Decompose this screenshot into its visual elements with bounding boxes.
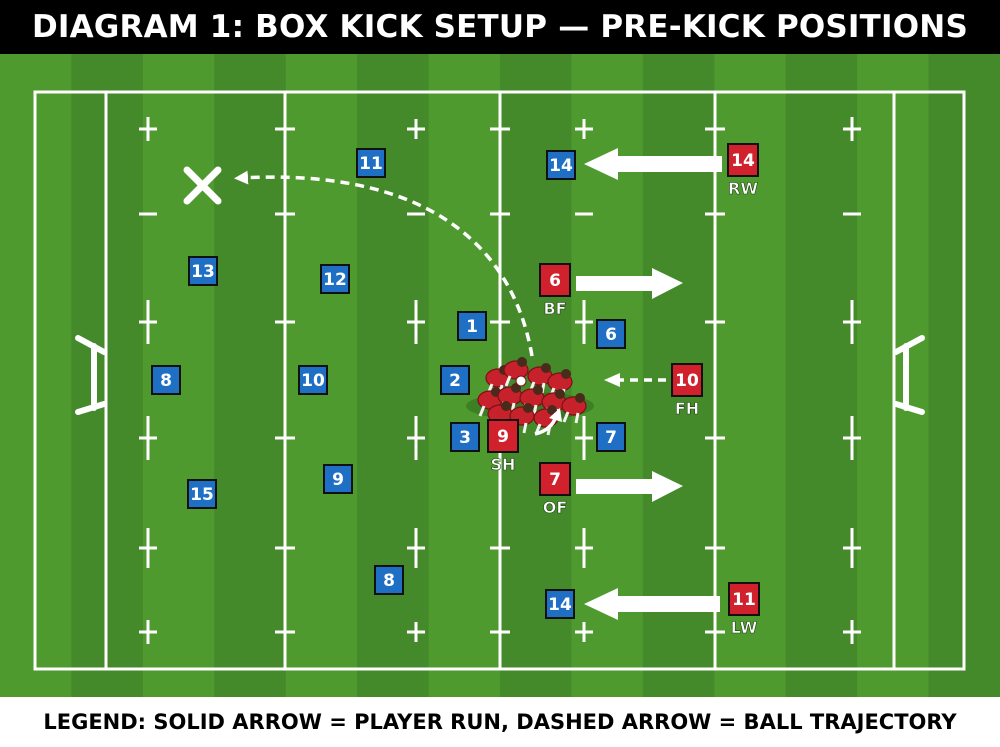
red-9-number: 9 bbox=[497, 427, 509, 447]
player-blue-6: 6 bbox=[596, 319, 626, 349]
player-blue-2: 2 bbox=[440, 365, 470, 395]
player-blue-12: 12 bbox=[320, 264, 350, 294]
player-blue-1: 1 bbox=[457, 311, 487, 341]
red-10-role-label: FH bbox=[675, 399, 699, 418]
player-blue-8-bottom: 8 bbox=[374, 565, 404, 595]
blue-14-bottom-number: 14 bbox=[548, 595, 572, 615]
run-bf bbox=[576, 268, 683, 299]
red-10-number: 10 bbox=[675, 371, 699, 391]
blue-9-box bbox=[323, 464, 353, 494]
blue-3-box bbox=[450, 422, 480, 452]
red-7-number: 7 bbox=[549, 470, 561, 490]
player-blue-14-bottom: 14 bbox=[545, 589, 575, 619]
player-blue-14-top: 14 bbox=[546, 150, 576, 180]
blue-1-box bbox=[457, 311, 487, 341]
player-blue-11: 11 bbox=[356, 148, 386, 178]
player-red-6: 6BF bbox=[539, 263, 571, 318]
blue-14-top-number: 14 bbox=[549, 156, 573, 176]
player-blue-13: 13 bbox=[188, 256, 218, 286]
red-6-number: 6 bbox=[549, 271, 561, 291]
red-7-role-label: OF bbox=[543, 498, 568, 517]
red-11-number: 11 bbox=[732, 590, 756, 610]
red-10-box bbox=[671, 363, 703, 397]
blue-7-number: 7 bbox=[605, 428, 617, 448]
blue-12-box bbox=[320, 264, 350, 294]
blue-11-box bbox=[356, 148, 386, 178]
pitch-hash-marks bbox=[139, 117, 861, 644]
player-red-7: 7OF bbox=[539, 462, 571, 517]
red-11-box bbox=[728, 582, 760, 616]
red-14-role-label: RW bbox=[728, 179, 758, 198]
player-blue-9: 9 bbox=[323, 464, 353, 494]
blue-2-box bbox=[440, 365, 470, 395]
blue-3-number: 3 bbox=[459, 428, 471, 448]
diagram-title: DIAGRAM 1: BOX KICK SETUP — PRE-KICK POS… bbox=[0, 0, 1000, 54]
player-blue-8-left: 8 bbox=[151, 365, 181, 395]
blue-8-bottom-number: 8 bbox=[383, 571, 395, 591]
red-7-box bbox=[539, 462, 571, 496]
pitch-lines bbox=[33, 90, 966, 671]
legend: LEGEND: SOLID ARROW = PLAYER RUN, DASHED… bbox=[0, 697, 1000, 747]
blue-11-number: 11 bbox=[359, 154, 383, 174]
run-rw bbox=[584, 148, 722, 180]
blue-8-bottom-box bbox=[374, 565, 404, 595]
ball-trajectory bbox=[234, 170, 534, 357]
run-fh bbox=[604, 373, 666, 387]
blue-15-number: 15 bbox=[190, 485, 214, 505]
blue-10-number: 10 bbox=[301, 371, 325, 391]
player-blue-10: 10 bbox=[298, 365, 328, 395]
player-blue-3: 3 bbox=[450, 422, 480, 452]
x-mark-icon bbox=[183, 166, 222, 205]
red-9-role-label: SH bbox=[491, 455, 516, 474]
goal-posts-icon bbox=[75, 335, 925, 415]
blue-6-box bbox=[596, 319, 626, 349]
run-lw bbox=[584, 588, 720, 620]
blue-7-box bbox=[596, 422, 626, 452]
player-blue-7: 7 bbox=[596, 422, 626, 452]
blue-1-number: 1 bbox=[466, 317, 478, 337]
red-14-number: 14 bbox=[731, 151, 755, 171]
blue-8-left-box bbox=[151, 365, 181, 395]
blue-9-number: 9 bbox=[332, 470, 344, 490]
blue-12-number: 12 bbox=[323, 270, 347, 290]
red-14-box bbox=[727, 143, 759, 177]
blue-13-box bbox=[188, 256, 218, 286]
blue-8-left-number: 8 bbox=[160, 371, 172, 391]
blue-2-number: 2 bbox=[449, 371, 461, 391]
run-of bbox=[576, 471, 683, 502]
blue-15-box bbox=[187, 479, 217, 509]
red-9-box bbox=[487, 419, 519, 453]
player-blue-15: 15 bbox=[187, 479, 217, 509]
red-6-role-label: BF bbox=[543, 299, 566, 318]
blue-14-top-box bbox=[546, 150, 576, 180]
blue-10-box bbox=[298, 365, 328, 395]
player-red-9: 9SH bbox=[487, 419, 519, 474]
blue-14-bottom-box bbox=[545, 589, 575, 619]
red-11-role-label: LW bbox=[731, 618, 758, 637]
blue-13-number: 13 bbox=[191, 262, 215, 282]
red-6-box bbox=[539, 263, 571, 297]
blue-6-number: 6 bbox=[605, 325, 617, 345]
